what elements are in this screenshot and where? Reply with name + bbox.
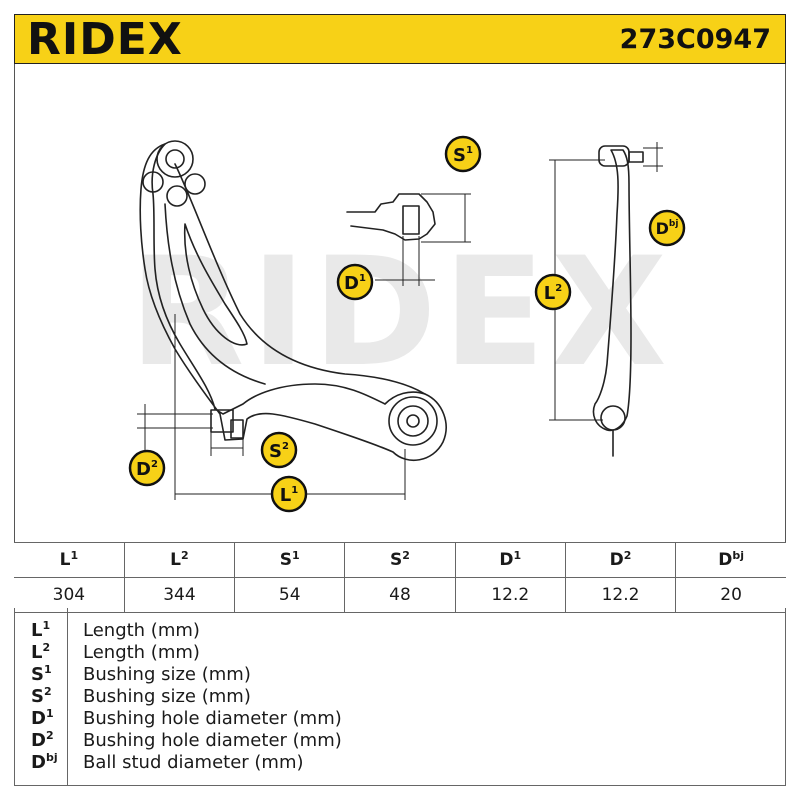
- spec-value-dbj: 20: [675, 577, 786, 613]
- svg-text:L2: L2: [544, 283, 562, 304]
- brand-logo: RIDEX: [27, 14, 183, 65]
- svg-text:L1: L1: [280, 485, 298, 506]
- spec-value-l1: 304: [14, 577, 125, 613]
- spec-table-header: L1 L2 S1 S2 D1 D2 Dbj: [14, 542, 786, 578]
- legend-desc: Bushing size (mm): [83, 664, 251, 685]
- header-bar: RIDEX 273C0947: [14, 14, 786, 64]
- badge-l1: L1: [270, 475, 308, 513]
- rear-bushing-stud: [230, 419, 244, 439]
- control-arm-rib: [174, 163, 426, 395]
- drawing-canvas: RIDEX: [128, 135, 686, 513]
- legend-row: S2 Bushing size (mm): [15, 686, 787, 708]
- legend-desc: Ball stud diameter (mm): [83, 752, 304, 773]
- legend-code: D2: [31, 729, 54, 751]
- svg-text:Dbj: Dbj: [656, 219, 679, 238]
- svg-text:S1: S1: [453, 145, 473, 166]
- badge-s2: S2: [260, 431, 298, 469]
- spec-table-values: 304 344 54 48 12.2 12.2 20: [14, 577, 786, 613]
- badge-dbj: Dbj: [648, 209, 686, 247]
- front-bushing-inner: [165, 149, 185, 169]
- spec-header-s1: S1: [234, 542, 346, 578]
- control-arm-rib-inner: [164, 203, 266, 385]
- legend-desc: Bushing size (mm): [83, 686, 251, 707]
- legend-desc: Length (mm): [83, 620, 200, 641]
- ball-joint-inner: [406, 414, 420, 428]
- legend-desc: Bushing hole diameter (mm): [83, 730, 342, 751]
- legend-row: D1 Bushing hole diameter (mm): [15, 708, 787, 730]
- badge-d1: D1: [336, 263, 374, 301]
- spec-header-d1: D1: [454, 542, 566, 578]
- front-bushing-outer: [156, 140, 194, 178]
- svg-text:D1: D1: [344, 273, 366, 294]
- technical-drawing: RIDEX: [14, 64, 786, 542]
- side-view-arm: [592, 149, 632, 432]
- ball-joint-outer: [388, 396, 438, 446]
- legend-code: S2: [31, 685, 52, 707]
- badge-s1: S1: [444, 135, 482, 173]
- mount-hole-1: [142, 171, 164, 193]
- spec-value-d2: 12.2: [564, 577, 677, 613]
- rear-bushing-body: [210, 409, 234, 433]
- control-arm-outline: [139, 143, 447, 461]
- spec-value-s1: 54: [234, 577, 346, 613]
- spec-table: L1 L2 S1 S2 D1 D2 Dbj 304 344 54 48 12.2…: [14, 542, 786, 613]
- badge-d2: D2: [128, 449, 166, 487]
- legend-row: S1 Bushing size (mm): [15, 664, 787, 686]
- ball-joint-mid: [397, 405, 429, 437]
- side-view-stud-tip: [628, 151, 644, 163]
- legend-code: L2: [31, 641, 51, 663]
- legend-code: D1: [31, 707, 54, 729]
- spec-header-l1: L1: [14, 542, 125, 578]
- badge-l2: L2: [534, 273, 572, 311]
- part-number: 273C0947: [619, 24, 771, 55]
- legend-row: L1 Length (mm): [15, 620, 787, 642]
- legend-code: L1: [31, 619, 51, 641]
- legend-code: S1: [31, 663, 52, 685]
- legend-row: D2 Bushing hole diameter (mm): [15, 730, 787, 752]
- legend-code: Dbj: [31, 751, 58, 773]
- spec-header-d2: D2: [564, 542, 677, 578]
- legend-desc: Bushing hole diameter (mm): [83, 708, 342, 729]
- spec-header-l2: L2: [123, 542, 236, 578]
- control-arm-pocket: [183, 223, 248, 346]
- spec-header-dbj: Dbj: [675, 542, 786, 578]
- legend-desc: Length (mm): [83, 642, 200, 663]
- legend-row: L2 Length (mm): [15, 642, 787, 664]
- bushing-detail-core: [402, 205, 420, 235]
- spec-header-s2: S2: [344, 542, 456, 578]
- legend-divider: [67, 608, 68, 785]
- bushing-detail: [346, 193, 436, 241]
- mount-hole-2: [184, 173, 206, 195]
- legend: L1 Length (mm) L2 Length (mm) S1 Bushing…: [14, 608, 786, 786]
- watermark: RIDEX: [129, 226, 673, 400]
- svg-text:D2: D2: [136, 459, 158, 480]
- legend-row: Dbj Ball stud diameter (mm): [15, 752, 787, 774]
- mount-hole-3: [166, 185, 188, 207]
- spec-value-d1: 12.2: [454, 577, 566, 613]
- svg-text:S2: S2: [269, 441, 289, 462]
- spec-value-s2: 48: [344, 577, 456, 613]
- side-view-bushing: [600, 405, 626, 431]
